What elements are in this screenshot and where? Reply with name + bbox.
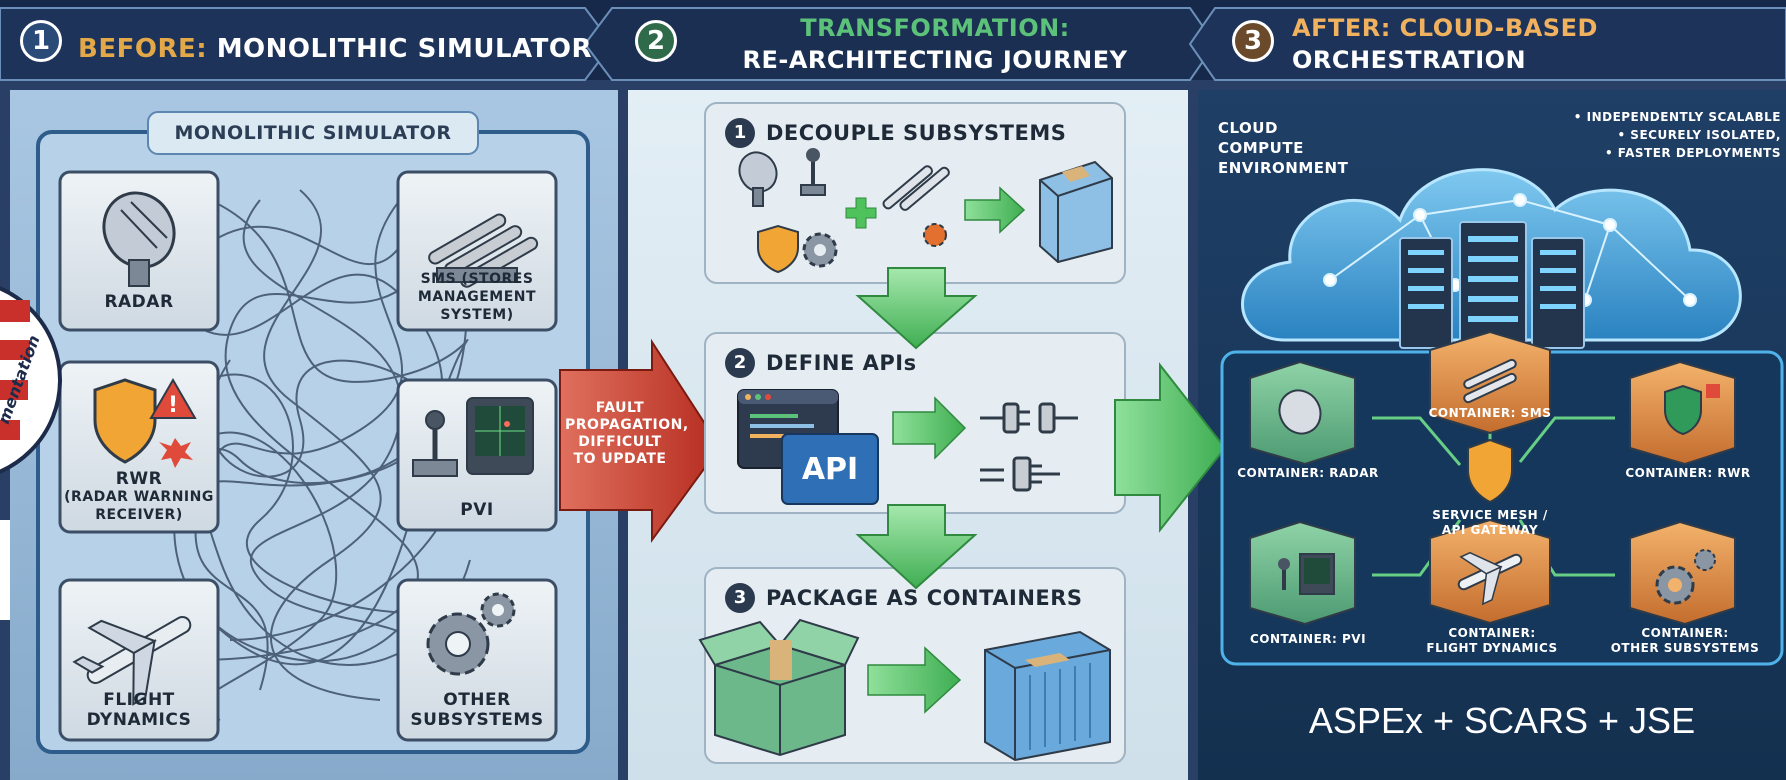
- benefit-item: • FASTER DEPLOYMENTS: [1604, 146, 1781, 160]
- box-icon: [1039, 160, 1113, 264]
- fault-arrow: [559, 338, 722, 544]
- sms-line: SYSTEM): [440, 307, 514, 323]
- cloud-line: COMPUTE: [1218, 139, 1304, 157]
- api-icons: [737, 389, 1078, 505]
- flight-line: DYNAMICS: [86, 710, 192, 730]
- gears-icon: [426, 592, 516, 676]
- service-mesh-label: SERVICE MESH / API GATEWAY: [1420, 508, 1560, 538]
- container-sms-label: CONTAINER: SMS: [1428, 406, 1552, 420]
- fault-line: PROPAGATION,: [565, 417, 689, 433]
- container-flight-line: FLIGHT DYNAMICS: [1426, 641, 1558, 655]
- benefits-list: • INDEPENDENTLY SCALABLE • SECURELY ISOL…: [1555, 108, 1781, 162]
- api-badge-label: API: [801, 452, 859, 487]
- flight-dynamics-label: FLIGHT DYNAMICS: [60, 690, 218, 730]
- package-icons: [698, 618, 1111, 762]
- pvi-label: PVI: [460, 500, 494, 520]
- fault-line: DIFFICULT: [578, 434, 662, 450]
- decouple-label: DECOUPLE SUBSYSTEMS: [766, 121, 1067, 145]
- step-2-number: 2: [725, 348, 755, 378]
- transition-arrow: [1114, 362, 1227, 533]
- flight-line: FLIGHT: [103, 690, 175, 710]
- step-3-title-line2: ORCHESTRATION: [1292, 46, 1527, 74]
- fault-line: TO UPDATE: [573, 451, 667, 467]
- benefit-item: • SECURELY ISOLATED,: [1617, 128, 1781, 142]
- package-label: PACKAGE AS CONTAINERS: [766, 586, 1083, 610]
- rwr-line: RWR: [115, 469, 163, 489]
- step-3-title-line1: AFTER: CLOUD-BASED: [1292, 14, 1598, 42]
- step-3-number: 3: [725, 583, 755, 613]
- cloud-env-label: CLOUD COMPUTE ENVIRONMENT: [1218, 118, 1348, 178]
- rwr-line: RECEIVER): [95, 507, 183, 523]
- fault-label: FAULT PROPAGATION, DIFFICULT TO UPDATE: [565, 400, 689, 468]
- pvi-joystick-icon: [412, 397, 534, 477]
- airplane-icon: [72, 616, 192, 706]
- step-1-number: 1: [725, 118, 755, 148]
- container-other-label: CONTAINER: OTHER SUBSYSTEMS: [1600, 626, 1770, 656]
- service-mesh-shield: [1467, 438, 1513, 504]
- mesh-line: SERVICE MESH /: [1432, 508, 1548, 522]
- define-apis-label: DEFINE APIs: [766, 351, 917, 375]
- radar-label: RADAR: [104, 292, 174, 312]
- shield-warning-icon: !: [93, 378, 197, 468]
- seal-logo: [0, 286, 62, 474]
- step-2-title-line1: TRANSFORMATION:: [800, 14, 1070, 42]
- benefit-item: • INDEPENDENTLY SCALABLE: [1573, 110, 1781, 124]
- container-other-line: CONTAINER:: [1641, 626, 1729, 640]
- step-1-rest: MONOLITHIC SIMULATOR: [216, 34, 592, 64]
- step-1-prefix: BEFORE:: [78, 34, 208, 64]
- monolith-title: MONOLITHIC SIMULATOR: [174, 122, 452, 144]
- step-1-badge: 1: [20, 20, 62, 62]
- container-rwr-label: CONTAINER: RWR: [1625, 466, 1751, 480]
- rwr-line: (RADAR WARNING: [64, 489, 214, 505]
- radar-dish-icon: [102, 191, 176, 287]
- svg-text:!: !: [168, 393, 178, 418]
- cloud-line: ENVIRONMENT: [1218, 159, 1349, 177]
- sms-label: SMS (STORES MANAGEMENT SYSTEM): [398, 270, 556, 324]
- mesh-line: API GATEWAY: [1441, 523, 1539, 537]
- rwr-label: RWR (RADAR WARNING RECEIVER): [60, 470, 218, 524]
- container-flight-line: CONTAINER:: [1448, 626, 1536, 640]
- decouple-icons: [738, 148, 1113, 274]
- step-2-badge: 2: [635, 20, 677, 62]
- fault-line: FAULT: [595, 400, 645, 416]
- footer-caption: ASPEx + SCARS + JSE: [1308, 700, 1696, 741]
- container-pvi-label: CONTAINER: PVI: [1249, 632, 1367, 646]
- sms-line: SMS (STORES: [420, 271, 534, 287]
- other-line: SUBSYSTEMS: [410, 710, 544, 730]
- step-2-title-line2: RE-ARCHITECTING JOURNEY: [742, 46, 1128, 74]
- sms-line: MANAGEMENT: [417, 289, 537, 305]
- other-line: OTHER: [443, 690, 511, 710]
- container-radar-label: CONTAINER: RADAR: [1237, 466, 1379, 480]
- container-flight-label: CONTAINER: FLIGHT DYNAMICS: [1412, 626, 1572, 656]
- step-3-badge: 3: [1232, 20, 1274, 62]
- cloud-line: CLOUD: [1218, 119, 1278, 137]
- other-subsystems-label: OTHER SUBSYSTEMS: [398, 690, 556, 730]
- step-1-title: BEFORE: MONOLITHIC SIMULATOR: [78, 34, 592, 64]
- missiles-icon: [428, 213, 539, 288]
- container-other-line: OTHER SUBSYSTEMS: [1610, 641, 1760, 655]
